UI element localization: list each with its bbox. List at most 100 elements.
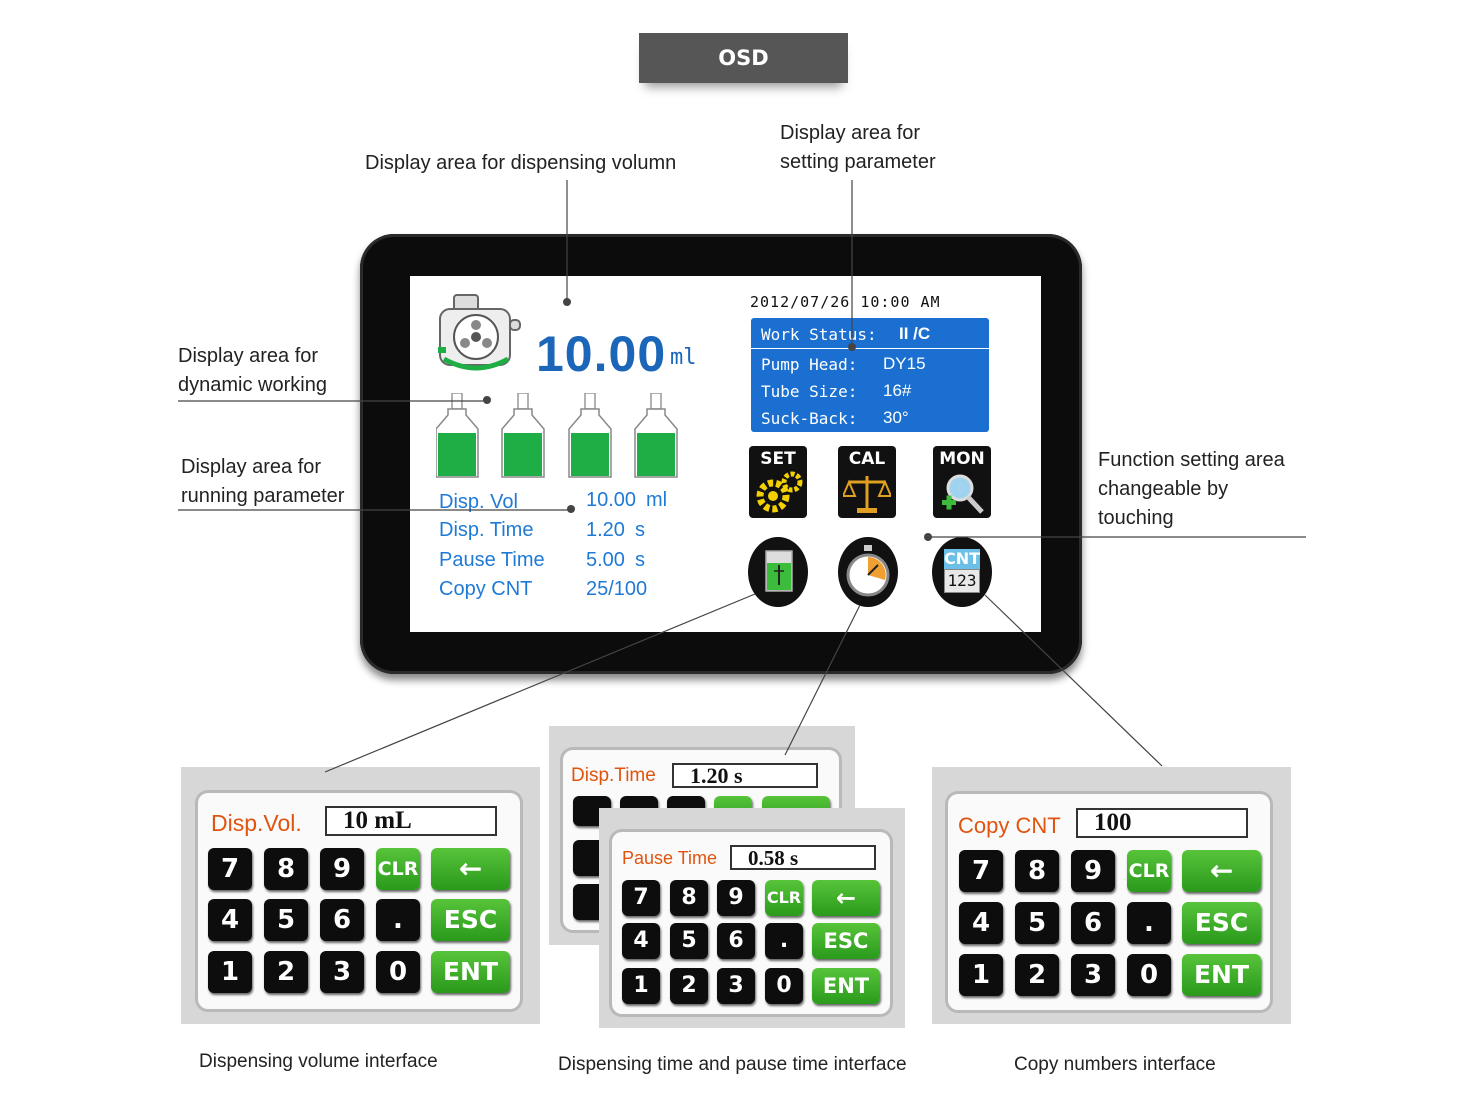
- callout-line: setting parameter: [780, 151, 936, 173]
- running-label-copy-cnt: Copy CNT: [439, 578, 533, 600]
- magnifier-plus-icon: [942, 474, 984, 514]
- running-label-disp-vol: Disp. Vol: [439, 491, 518, 513]
- key-2[interactable]: 2: [264, 951, 308, 993]
- key-2[interactable]: 2: [670, 968, 708, 1004]
- disp-vol-title: Disp.Vol.: [211, 810, 302, 836]
- callout-dispensing-volume: Display area for dispensing volumn: [365, 152, 677, 174]
- key-esc[interactable]: ESC: [812, 923, 880, 959]
- status-label: Tube Size:: [761, 382, 858, 401]
- key-2[interactable]: 2: [1015, 954, 1059, 996]
- cal-button[interactable]: CAL: [838, 446, 896, 518]
- key-4[interactable]: 4: [622, 923, 660, 959]
- count-button[interactable]: CNT 123: [932, 537, 992, 607]
- running-label-pause-time: Pause Time: [439, 549, 545, 571]
- key-esc[interactable]: ESC: [431, 899, 510, 941]
- pause-time-title: Pause Time: [622, 848, 718, 868]
- key-8[interactable]: 8: [264, 848, 308, 890]
- bottle-icon: [501, 393, 545, 478]
- copy-cnt-title: Copy CNT: [958, 813, 1061, 838]
- key-backspace[interactable]: ←: [812, 880, 880, 916]
- callout-line: changeable by: [1098, 478, 1229, 500]
- key-9[interactable]: 9: [320, 848, 364, 890]
- key-dot[interactable]: .: [765, 923, 803, 959]
- key-0[interactable]: 0: [376, 951, 420, 993]
- status-value: II /C: [899, 324, 931, 343]
- mon-button[interactable]: MON: [933, 446, 991, 518]
- key-7[interactable]: 7: [208, 848, 252, 890]
- dispense-volume-unit: ml: [670, 345, 697, 370]
- running-unit-disp-time: s: [635, 519, 645, 541]
- status-value: 30°: [883, 408, 909, 427]
- gears-icon: [756, 471, 803, 513]
- callout-setting-parameter: Display area for setting parameter: [780, 119, 936, 177]
- key-9[interactable]: 9: [1071, 850, 1115, 892]
- key-6[interactable]: 6: [717, 923, 755, 959]
- key-8[interactable]: 8: [1015, 850, 1059, 892]
- callout-dynamic-working: Display area for dynamic working: [178, 342, 327, 400]
- bottle-icon: [568, 393, 612, 478]
- callout-line: Function setting area: [1098, 449, 1285, 471]
- key-1[interactable]: 1: [208, 951, 252, 993]
- datetime-display: 2012/07/26 10:00 AM: [750, 293, 941, 311]
- key-3[interactable]: 3: [320, 951, 364, 993]
- callout-line: Display area for: [181, 456, 322, 478]
- beaker-button[interactable]: [748, 537, 808, 607]
- key-1[interactable]: 1: [622, 968, 660, 1004]
- key-ent[interactable]: ENT: [1182, 954, 1261, 996]
- key-6[interactable]: 6: [1071, 902, 1115, 944]
- key-3[interactable]: 3: [1071, 954, 1115, 996]
- bottle-icon: [634, 393, 678, 478]
- callout-line: Display area for: [780, 122, 921, 144]
- key-9[interactable]: 9: [717, 880, 755, 916]
- status-label: Suck-Back:: [761, 409, 858, 428]
- key-4[interactable]: 4: [959, 902, 1003, 944]
- disp-vol-input[interactable]: 10 mL: [325, 806, 497, 836]
- running-unit-disp-vol: ml: [646, 489, 668, 511]
- key-7[interactable]: 7: [959, 850, 1003, 892]
- key-5[interactable]: 5: [264, 899, 308, 941]
- cal-label: CAL: [848, 449, 886, 469]
- key-0[interactable]: 0: [1127, 954, 1171, 996]
- key-esc[interactable]: ESC: [1182, 902, 1261, 944]
- set-button[interactable]: SET: [749, 446, 807, 518]
- key-ent[interactable]: ENT: [431, 951, 510, 993]
- callout-function-setting: Function setting area changeable by touc…: [1098, 446, 1285, 533]
- caption-copy-numbers: Copy numbers interface: [1014, 1054, 1216, 1075]
- disp-time-input[interactable]: 1.20 s: [672, 763, 818, 788]
- key-clr[interactable]: CLR: [1127, 850, 1171, 892]
- key-clr[interactable]: CLR: [376, 848, 420, 890]
- stopwatch-button[interactable]: [838, 537, 898, 607]
- key-backspace[interactable]: ←: [431, 848, 510, 890]
- key-4[interactable]: 4: [208, 899, 252, 941]
- work-status-panel: Work Status: II /C Pump Head: DY15 Tube …: [751, 318, 989, 432]
- running-value-disp-time: 1.20: [586, 519, 625, 541]
- pause-time-input[interactable]: 0.58 s: [730, 845, 876, 870]
- key-clr[interactable]: CLR: [765, 880, 803, 916]
- dispense-volume-display: 10.00: [536, 326, 667, 382]
- key-8[interactable]: 8: [670, 880, 708, 916]
- running-unit-pause-time: s: [635, 549, 645, 571]
- key-dot[interactable]: .: [376, 899, 420, 941]
- copy-cnt-input[interactable]: 100: [1076, 808, 1248, 838]
- key-6[interactable]: 6: [320, 899, 364, 941]
- status-label: Work Status:: [761, 325, 877, 344]
- key-dot[interactable]: .: [1127, 902, 1171, 944]
- key-5[interactable]: 5: [1015, 902, 1059, 944]
- running-label-disp-time: Disp. Time: [439, 519, 534, 541]
- key-ent[interactable]: ENT: [812, 968, 880, 1004]
- key-5[interactable]: 5: [670, 923, 708, 959]
- key-7[interactable]: 7: [622, 880, 660, 916]
- beaker-icon: [765, 550, 793, 592]
- pump-head-icon: [438, 294, 521, 371]
- disp-time-title: Disp.Time: [571, 765, 656, 786]
- status-value: DY15: [883, 354, 926, 373]
- callout-line: running parameter: [181, 485, 345, 507]
- running-value-pause-time: 5.00: [586, 549, 625, 571]
- counter-icon: CNT 123: [944, 549, 980, 595]
- cnt-icon-top: CNT: [944, 549, 981, 569]
- key-3[interactable]: 3: [717, 968, 755, 1004]
- key-backspace[interactable]: ←: [1182, 850, 1261, 892]
- balance-scale-icon: [843, 476, 891, 513]
- key-1[interactable]: 1: [959, 954, 1003, 996]
- key-0[interactable]: 0: [765, 968, 803, 1004]
